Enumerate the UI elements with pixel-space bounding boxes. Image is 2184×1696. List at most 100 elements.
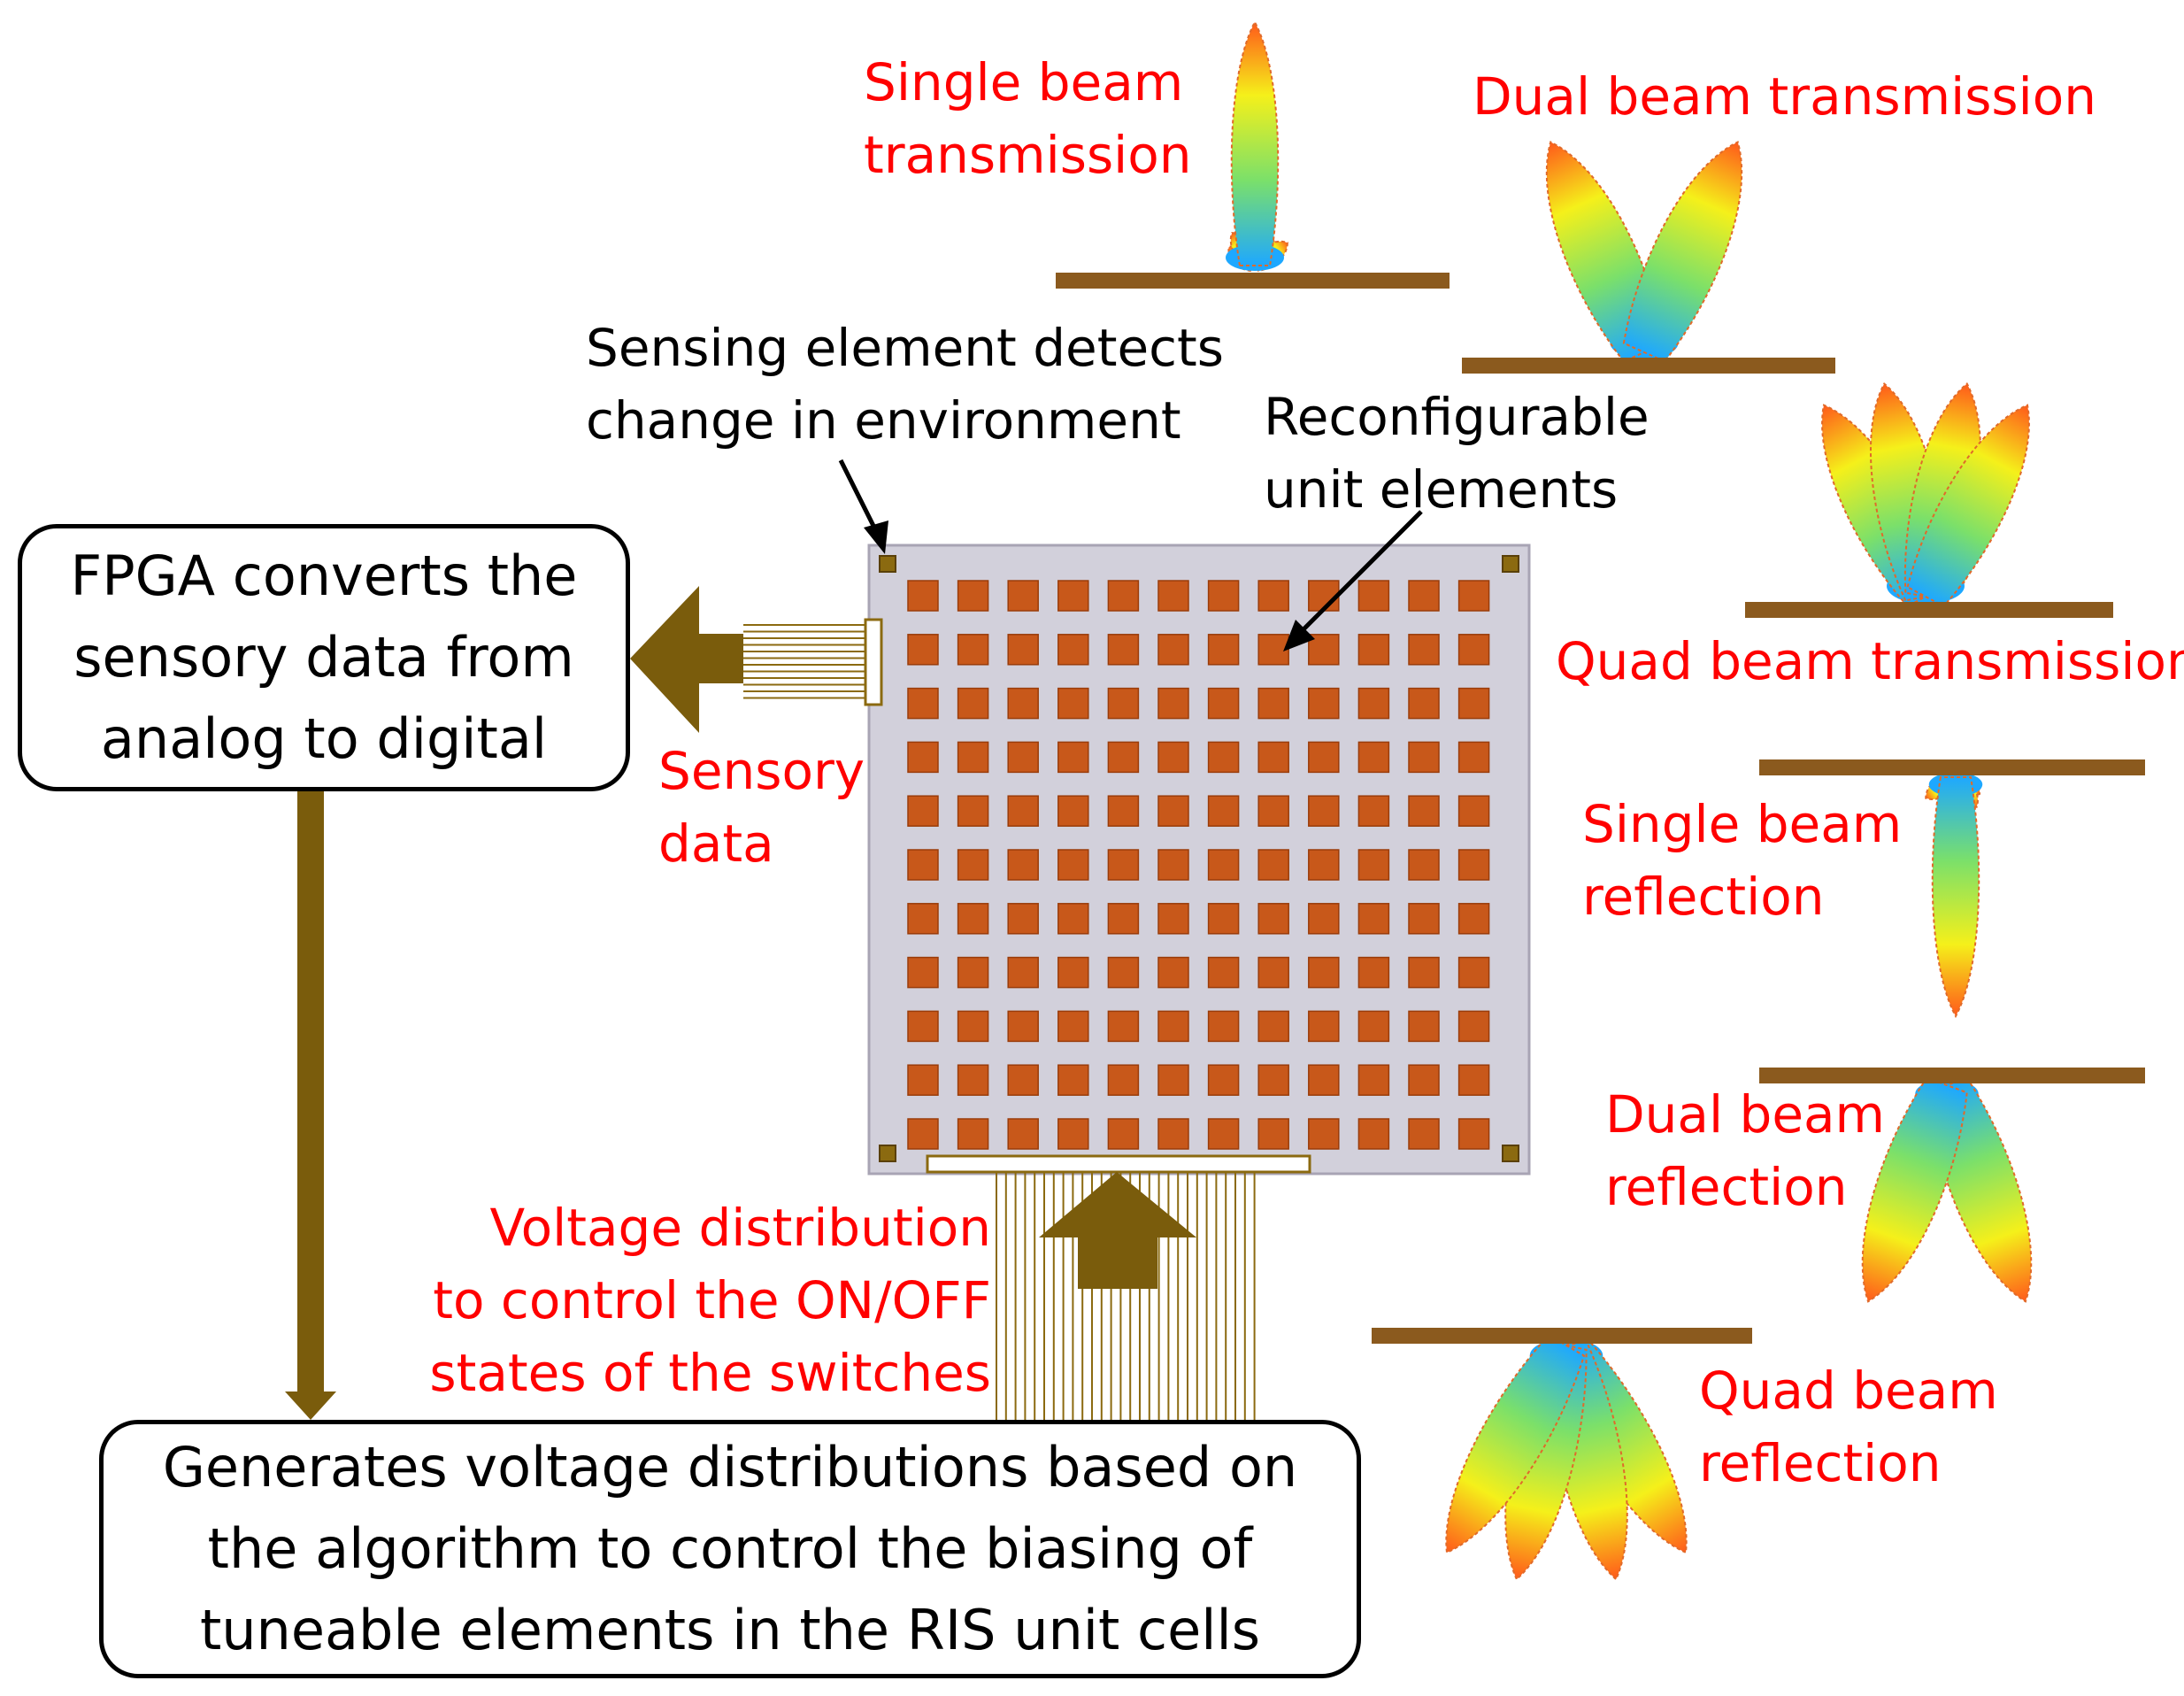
ris-unit-cell xyxy=(1107,849,1140,881)
single-rx-main-lobe xyxy=(1931,776,1980,1019)
voltage-generator-box-text: Generates voltage distributions based on… xyxy=(162,1435,1298,1662)
label-quad-beam-transmission: Quad beam transmission xyxy=(1556,631,2184,691)
ris-unit-cell xyxy=(1107,903,1140,935)
ris-unit-cell xyxy=(1308,1010,1340,1043)
substrates xyxy=(1056,273,2145,1344)
ris-unit-cell xyxy=(1457,687,1490,720)
ris-unit-cell xyxy=(1057,849,1089,881)
quad-rx-lobe-4 xyxy=(1445,1334,1586,1554)
ris-unit-cell xyxy=(957,580,989,612)
substrate-1 xyxy=(1056,273,1450,289)
ris-unit-cell xyxy=(1207,849,1240,881)
ris-unit-cell xyxy=(1157,795,1189,827)
ris-unit-cell xyxy=(1107,741,1140,774)
beam-patterns xyxy=(1226,19,2033,1581)
ris-unit-cell xyxy=(1007,1010,1039,1043)
ris-unit-cell xyxy=(1308,849,1340,881)
ris-unit-cell xyxy=(1457,1064,1490,1096)
ris-unit-cell xyxy=(1107,634,1140,666)
ris-unit-cell xyxy=(1408,741,1440,774)
label-single-beam-reflection: Single beam reflection xyxy=(1582,794,1903,927)
ris-unit-cell xyxy=(1457,1010,1490,1043)
ris-unit-cell xyxy=(1007,795,1039,827)
ris-unit-cell xyxy=(1308,1064,1340,1096)
ris-unit-cell xyxy=(1207,634,1240,666)
quad-tx-lobe-4 xyxy=(1906,404,2030,608)
ris-unit-cell xyxy=(957,849,989,881)
ris-unit-cell xyxy=(1357,956,1390,989)
ris-unit-cell xyxy=(1007,580,1039,612)
ris-unit-cell xyxy=(1457,1118,1490,1150)
ris-unit-cell xyxy=(1308,956,1340,989)
ris-unit-cell xyxy=(1057,1118,1089,1150)
sensing-element-1 xyxy=(879,555,896,573)
ris-unit-cell xyxy=(1057,687,1089,720)
ris-unit-cell xyxy=(1357,634,1390,666)
label-reconfigurable-elements: Reconfigurable unit elements xyxy=(1264,387,1650,520)
ris-unit-cell xyxy=(1207,903,1240,935)
substrate-4 xyxy=(1759,759,2145,775)
ris-unit-cell xyxy=(1408,634,1440,666)
ris-unit-cell xyxy=(1007,956,1039,989)
ris-unit-cell xyxy=(957,903,989,935)
ris-unit-cell xyxy=(957,687,989,720)
ris-unit-cell xyxy=(1057,956,1089,989)
ris-unit-cell xyxy=(1257,1118,1289,1150)
ris-unit-cell xyxy=(1457,634,1490,666)
ris-unit-cell xyxy=(1257,741,1289,774)
ris-unit-cell xyxy=(1457,795,1490,827)
ris-unit-cell xyxy=(1357,687,1390,720)
ris-unit-cell xyxy=(1408,580,1440,612)
ris-unit-cell xyxy=(1257,634,1289,666)
ris-unit-cell xyxy=(1157,634,1189,666)
ris-unit-cell xyxy=(1007,741,1039,774)
ris-unit-cell xyxy=(907,956,939,989)
ris-unit-cell xyxy=(1007,849,1039,881)
ris-unit-cell xyxy=(1057,1064,1089,1096)
ris-unit-cell xyxy=(957,956,989,989)
ris-unit-cell xyxy=(1107,795,1140,827)
ris-unit-cell xyxy=(1107,1064,1140,1096)
ris-unit-cell xyxy=(1207,1064,1240,1096)
ris-unit-cell xyxy=(1408,849,1440,881)
ris-unit-cell xyxy=(1257,795,1289,827)
substrate-6 xyxy=(1372,1328,1752,1344)
label-sensing-element: Sensing element detects change in enviro… xyxy=(586,318,1224,451)
reconfig-pointer-head xyxy=(1283,620,1315,651)
ris-unit-cell xyxy=(1408,903,1440,935)
ris-unit-cell xyxy=(1157,1118,1189,1150)
ris-unit-cell xyxy=(1257,849,1289,881)
ris-unit-cell xyxy=(907,634,939,666)
ris-unit-cell xyxy=(1308,903,1340,935)
ris-unit-cell xyxy=(957,795,989,827)
ris-unit-cell xyxy=(1308,687,1340,720)
ris-unit-cell xyxy=(907,903,939,935)
ris-unit-cell xyxy=(907,1010,939,1043)
ris-unit-cell xyxy=(1107,687,1140,720)
single-tx-main-lobe xyxy=(1230,19,1280,266)
ris-unit-cell xyxy=(1057,1010,1089,1043)
ris-unit-cell xyxy=(1408,1118,1440,1150)
ris-unit-cell xyxy=(1007,687,1039,720)
sensory-data-arrow xyxy=(630,586,743,733)
label-sensory-data: Sensory data xyxy=(658,741,865,874)
ris-unit-cell xyxy=(1107,956,1140,989)
substrate-2 xyxy=(1462,358,1835,374)
ris-unit-cell xyxy=(1408,1064,1440,1096)
ris-unit-cell xyxy=(907,849,939,881)
ris-unit-cell xyxy=(1357,1010,1390,1043)
ris-unit-cell xyxy=(1308,741,1340,774)
fpga-box-text: FPGA converts the sensory data from anal… xyxy=(70,543,578,771)
ris-unit-cell xyxy=(1007,634,1039,666)
dual-rx-lobe-right xyxy=(1861,1076,1968,1303)
sensing-element-4 xyxy=(1502,1145,1519,1162)
ris-unit-cell xyxy=(1408,956,1440,989)
ris-unit-cell xyxy=(957,1010,989,1043)
ris-unit-cell xyxy=(1107,580,1140,612)
ris-unit-cell xyxy=(907,1118,939,1150)
side-connector xyxy=(864,618,883,706)
ris-unit-cell xyxy=(1207,741,1240,774)
ris-unit-cell xyxy=(1457,956,1490,989)
ris-unit-cell xyxy=(1057,634,1089,666)
label-quad-beam-reflection: Quad beam reflection xyxy=(1699,1361,1998,1493)
